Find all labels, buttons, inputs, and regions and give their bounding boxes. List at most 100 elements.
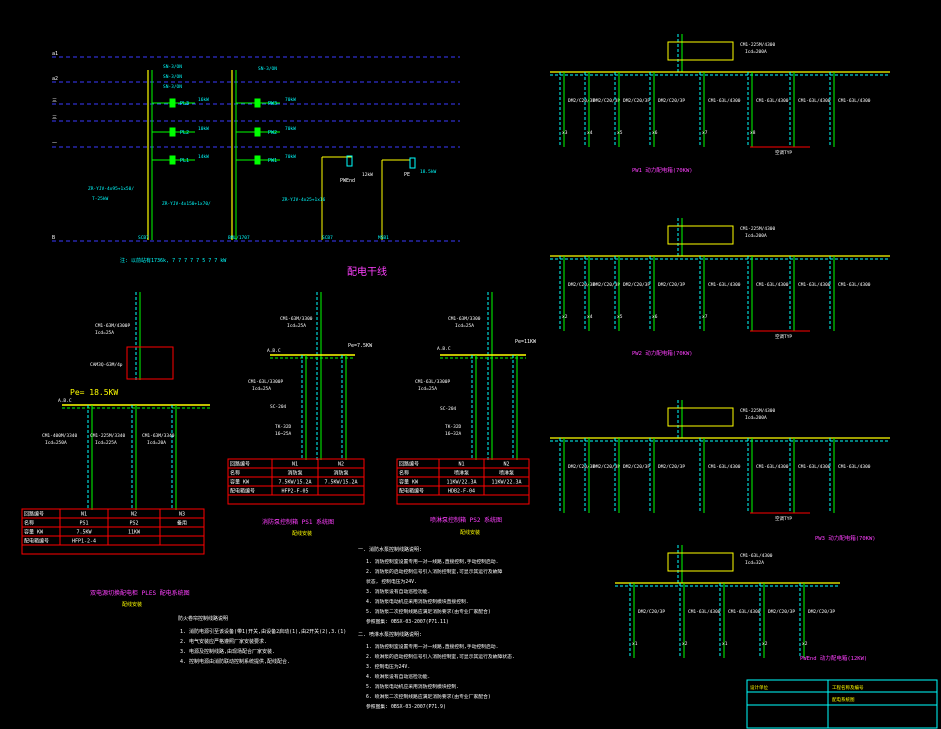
branch-label: DM2/C20/3P [593,282,620,288]
title-cell: 设计单位 [750,684,768,691]
breaker-label: Icd=225A [95,440,117,446]
breaker-label: CM1-63M/3300 [280,316,313,322]
branch-label: DM2/C20/3P [658,98,685,104]
branch-bottom-label: x4 [587,314,593,320]
ples-pe-label: Pe= 18.5KW [70,388,118,397]
branch-bottom-label: x6 [652,130,658,136]
branch-power: 12kW [362,172,373,178]
table-cell: 配电箱编号 [230,488,255,495]
table-cell: PS2 [129,521,138,527]
breaker-label: Icd=250A [45,440,67,446]
branch-power: 70kW [285,126,296,132]
table-cell: 7.5KW [76,530,92,536]
branch-label: CM1-63L/4300 [838,98,871,104]
panel-label: PWEnd 动力配电箱(12KW) [800,654,867,662]
ps2-subtitle: 配线安装 [460,529,480,536]
branch-bottom-label: x2 [802,641,808,647]
branch-label: CM1-63L/4300 [756,464,789,470]
breaker-label: CM1-225M/4300 [740,42,776,48]
breaker-label: TK-32D [275,424,292,430]
notes-line: 5. 消防泵电动机应采用消防控制模块控制. [366,683,459,690]
bus-label: 三 [52,98,57,104]
branch-label: DM2/C20/3P [568,282,595,288]
notes-line: 5. 消防泵二次控制线路应满足消防要求(由专业厂家配合) [366,608,491,615]
ps1-subtitle: 配线安装 [292,530,312,537]
breaker-label: Icd=25A [418,386,437,392]
table-cell: HDB2-F-04 [448,489,475,495]
table-cell: 容量 KW [399,479,419,486]
branch-bottom-label: x8 [750,130,756,136]
branch-label: CM1-63L/4300 [708,464,741,470]
breaker-label: 16~25A [275,431,292,437]
breaker-label: CM1-225M/4300 [740,408,776,414]
panel-label: PW3 动力配电箱(70KW) [815,534,876,542]
switch-label: SN-3/ON [163,64,182,70]
branch-power: 70kW [285,154,296,160]
table-cell: 消防泵 [287,470,302,477]
breaker-label: CM1-400M/3340 [42,433,78,439]
table-cell: 11KW [128,530,141,536]
branch-label: DM2/C20/3P [623,282,650,288]
notes-line: 6. 喷淋泵二次控制线路应满足消防要求(由专业厂家配合) [366,693,491,700]
branch-power: 14kW [198,154,209,160]
ats-box [126,346,174,380]
table-header-cell: N3 [179,512,185,518]
table-cell: 喷淋泵 [499,470,514,477]
breaker-box [667,41,734,61]
circuit-table [21,508,205,555]
breaker-label: SC-204 [270,404,287,410]
table-cell: PS1 [79,521,88,527]
bus-label: 三 [52,115,57,121]
bus-label: a2 [52,76,58,82]
branch-bottom-label: x4 [587,130,593,136]
cable-label: T-25kW [92,196,109,202]
breaker-label: 16~32A [445,431,462,437]
feeder-bottom-label: SCB7 [138,235,149,241]
branch-label: DM2/C20/3P [568,464,595,470]
breaker-label: Icd=200A [745,49,767,55]
breaker-label: Icd=200A [745,415,767,421]
breaker-label: CM1-63L/3300P [248,379,284,385]
table-cell: 容量 KW [230,479,250,486]
breaker-label: TK-32D [445,424,462,430]
notes-line: 3. 消防泵设有自动巡检功能. [366,588,430,595]
phase-label: A.B.C [58,398,72,404]
notes-line: 1. 消防控制室设置专用一对一线路,直接控制,手动控制启动. [366,558,498,565]
tap-label: 空调TYP [775,515,792,522]
table-header-cell: N1 [292,462,298,468]
branch-bottom-label: x1 [722,641,728,647]
notes-title: 防火卷帘控制线路说明 [178,615,228,622]
branch-label: DM2/C20/3P [593,98,620,104]
feeder-bottom-label: SCB7 [322,235,333,241]
cable-label: ZR-YJV-4x25+1x16 [282,197,326,203]
branch-power: 10kW [198,126,209,132]
bus-label: 一 [52,141,57,147]
breaker-label: CM1-63L/4300 [740,553,773,559]
branch-power: 70kW [285,97,296,103]
branch-label: DM2/C20/3P [658,464,685,470]
notes-line: 1. 消防控制室设置专用一对一线路,直接控制,手动控制启动. [366,643,498,650]
bus-label: a1 [52,51,58,57]
branch-bottom-label: x2 [562,314,568,320]
table-header-cell: N1 [81,512,87,518]
phase-label: A.B.C [267,348,281,354]
title-cell: 工程名称及编号 [832,684,864,691]
pe-label: Pe=7.5KW [348,343,373,349]
branch-label: PL2 [180,130,189,136]
branch-label: DM2/C20/3P [623,98,650,104]
branch-bottom-label: x1 [632,641,638,647]
breaker-symbol [169,127,176,137]
breaker-label: Icd=25A [287,323,306,329]
branch-bottom-label: x3 [562,130,568,136]
notes-section: 二. 喷淋水泵控制线路说明: [358,631,422,638]
notes-line: 参照图集: 0BSX-03-2007(P71.9) [366,703,446,710]
circuit-table [396,458,530,505]
drawing-note: 注: 以前站有1736k, 7 7 7 7 7 5 7 7 kW [120,257,227,264]
breaker-box [667,552,734,572]
table-cell: HFP1-2-4 [72,539,96,545]
panel-label: PW1 动力配电箱(70KW) [632,166,693,174]
branch-label: PW2 [268,130,277,136]
table-cell: 11KW/22.3A [491,480,521,486]
cable-label: ZR-YJV-4x150+1x70/ [162,201,211,207]
